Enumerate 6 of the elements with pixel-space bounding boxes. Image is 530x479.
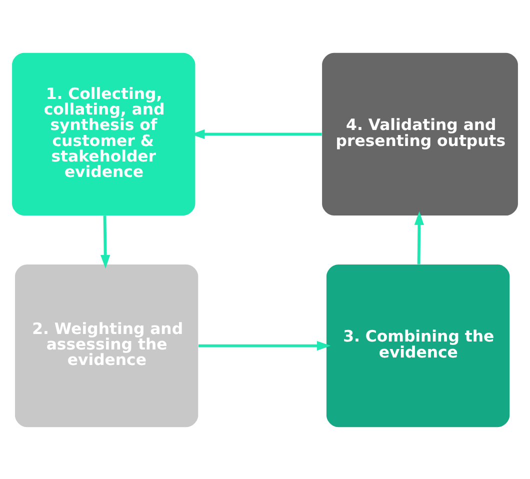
- node-box: 1. Collecting, collating, and synthesis of customer & stakeholder evidence: [12, 52, 196, 216]
- arrow: [100, 215, 110, 268]
- node-box: 3. Combining the evidence: [326, 264, 510, 427]
- arrow: [414, 210, 424, 264]
- arrow: [198, 340, 331, 350]
- node-box: 4. Validating and presenting outputs: [322, 52, 518, 216]
